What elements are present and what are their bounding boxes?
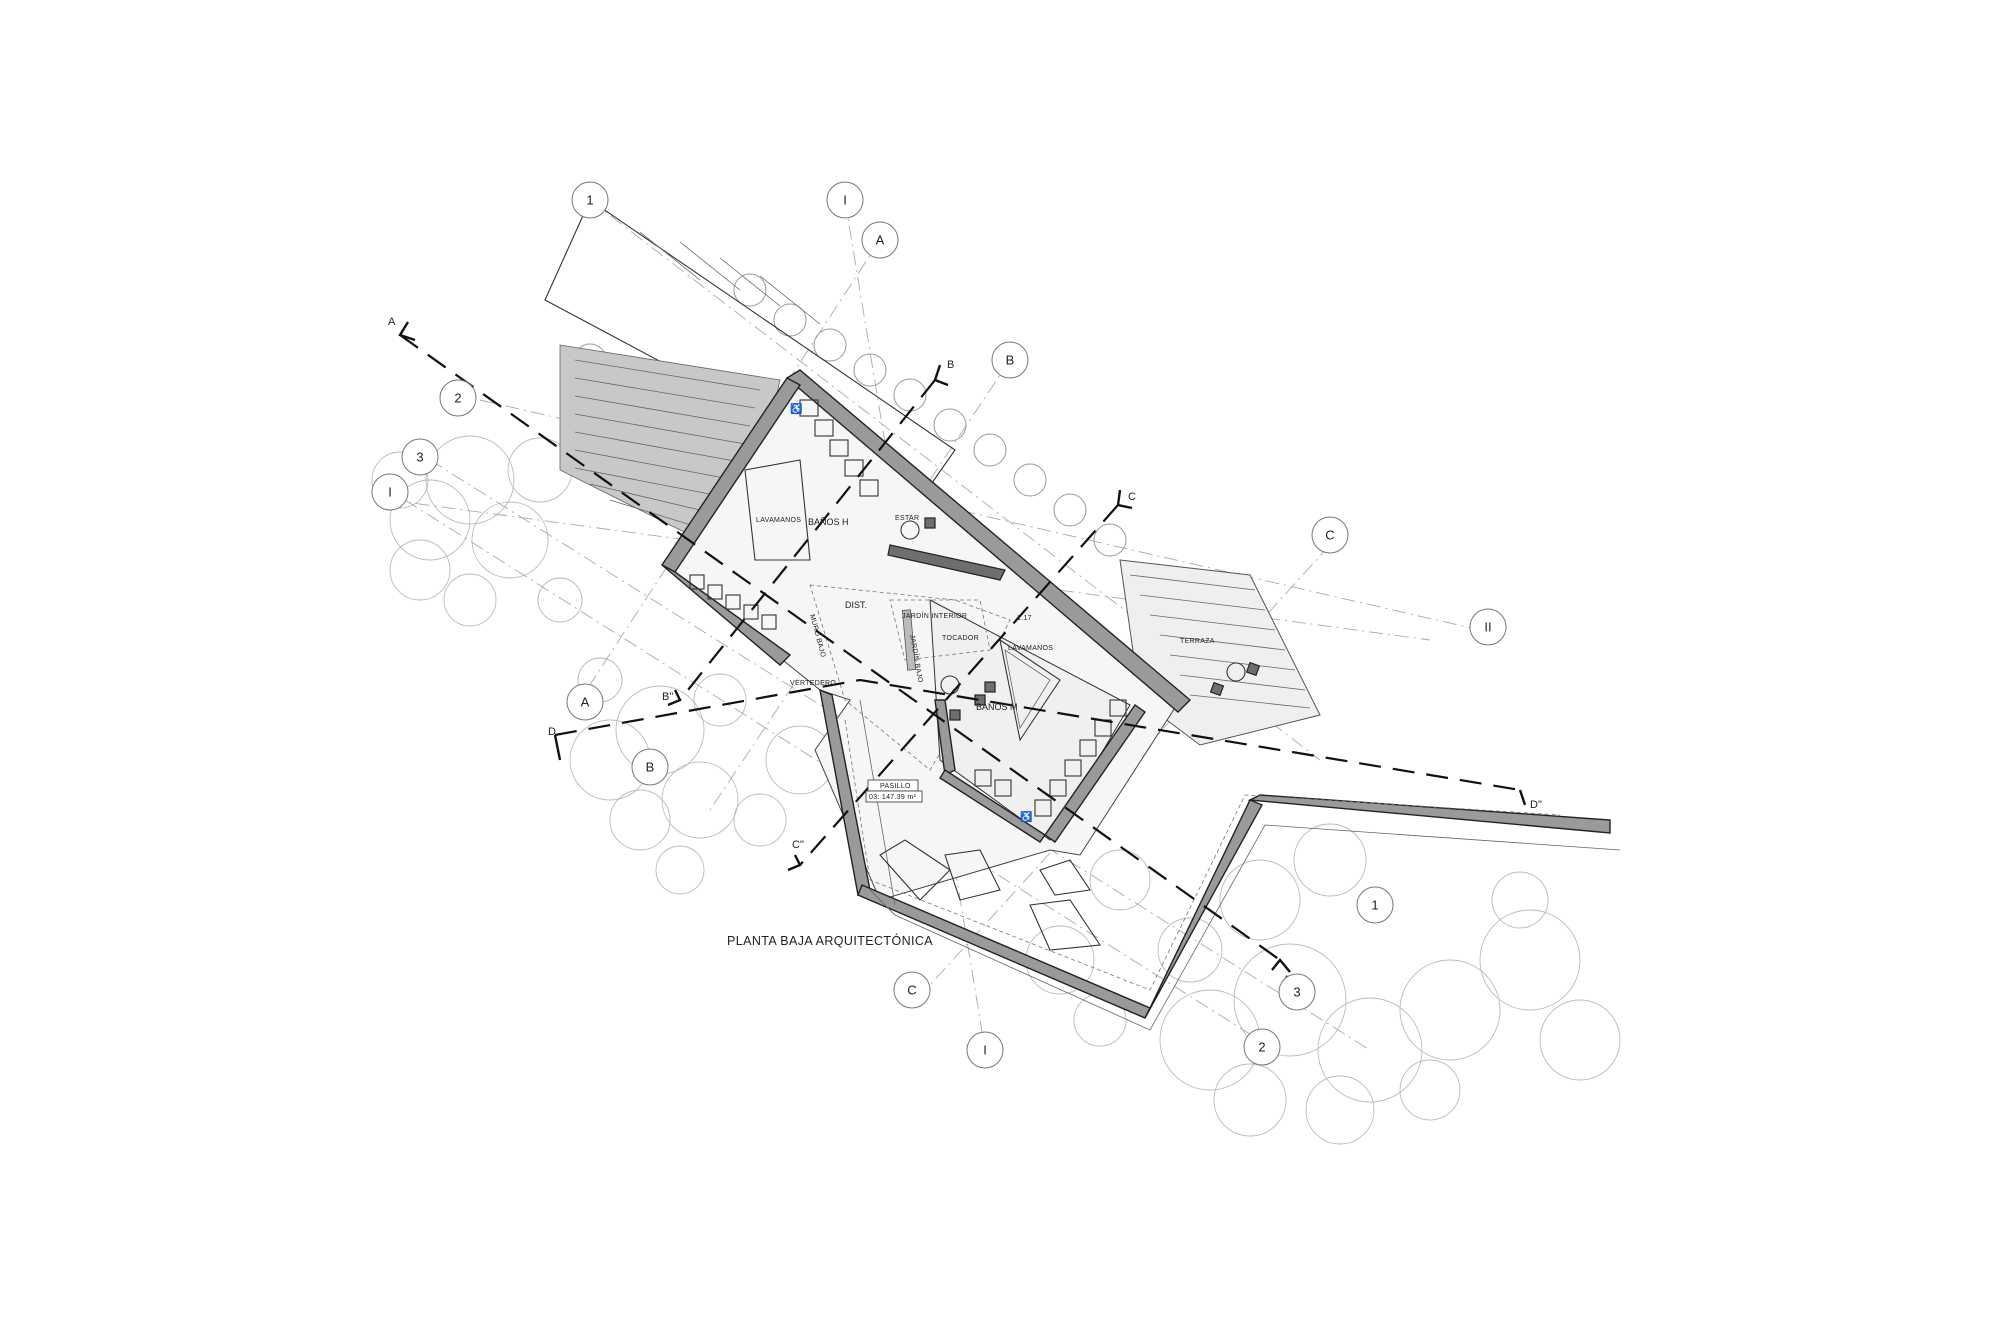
label-pasillo: PASILLO (880, 783, 911, 790)
grid-bubble-b-top: B (991, 341, 1029, 379)
grid-bubble-i-bottom: I (966, 1031, 1004, 1069)
main-building: ♿ ♿ (660, 369, 1192, 901)
svg-text:I: I (388, 485, 392, 500)
svg-text:3: 3 (1293, 985, 1300, 1000)
svg-text:♿: ♿ (1020, 810, 1032, 823)
label-vertedero: VERTEDERO (790, 680, 836, 687)
grid-bubble-3-right: 3 (1278, 973, 1316, 1011)
section-d-start: D (548, 726, 556, 738)
label-banos-h: BAÑOS H (808, 517, 849, 527)
grid-bubble-b-left: B (631, 748, 669, 786)
section-cuts (398, 321, 1527, 973)
drawing-title: PLANTA BAJA ARQUITECTÓNICA (727, 933, 933, 948)
svg-text:C: C (907, 983, 916, 998)
svg-text:C: C (1325, 528, 1334, 543)
grid-bubble-1-right: 1 (1356, 886, 1394, 924)
grid-bubble-i-top: I (826, 181, 864, 219)
grid-bubble-i-left: I (371, 473, 409, 511)
svg-text:2: 2 (454, 391, 461, 406)
section-c-start: C (1128, 491, 1136, 503)
svg-text:I: I (983, 1043, 987, 1058)
perimeter-walls (819, 688, 1621, 1031)
label-estar: ESTAR (895, 515, 919, 522)
svg-text:I: I (843, 193, 847, 208)
section-d-end: D" (1530, 799, 1542, 811)
label-jardin-interior: JARDÍN INTERIOR (902, 611, 967, 620)
vegetation-right (1025, 823, 1621, 1145)
svg-text:♿: ♿ (790, 402, 802, 415)
svg-text:II: II (1484, 620, 1491, 635)
svg-text:1: 1 (586, 193, 593, 208)
grid-bubble-ii-right: II (1469, 608, 1507, 646)
grid-bubble-a-top: A (861, 221, 899, 259)
section-a-start: A (388, 316, 396, 328)
grid-bubble-1-top: 1 (571, 181, 609, 219)
grid-bubble-2-right: 2 (1243, 1028, 1281, 1066)
label-level: 1.17 (1017, 615, 1032, 622)
grid-bubble-a-left: A (566, 683, 604, 721)
label-banos-m: BAÑOS M (976, 702, 1018, 712)
grid-bubble-2-left: 2 (439, 379, 477, 417)
svg-text:3: 3 (416, 450, 423, 465)
section-c-end: C" (792, 839, 804, 851)
label-lavamanos-h: LAVAMANOS (756, 517, 801, 524)
svg-text:1: 1 (1371, 898, 1378, 913)
svg-text:B: B (1006, 353, 1015, 368)
label-dist: DIST. (845, 600, 867, 610)
svg-text:A: A (876, 233, 885, 248)
toilet-row-sw (689, 574, 777, 630)
toilet-row-h: ♿ (790, 399, 879, 497)
label-pasillo-area: 03: 147.39 m² (869, 794, 916, 801)
label-terraza: TERRAZA (1180, 638, 1215, 645)
svg-text:2: 2 (1258, 1040, 1265, 1055)
section-b-start: B (947, 359, 954, 371)
grid-bubble-c-bottom: C (893, 971, 931, 1009)
grid-bubble-c-right: C (1311, 516, 1349, 554)
label-lavamanos-m: LAVAMANOS (1008, 645, 1053, 652)
svg-text:B: B (646, 760, 655, 775)
svg-text:A: A (581, 695, 590, 710)
section-b-end: B" (662, 691, 673, 703)
toilet-row-m: ♿ (974, 699, 1127, 823)
label-tocador: TOCADOR (942, 635, 979, 642)
grid-bubble-3-left: 3 (401, 438, 439, 476)
